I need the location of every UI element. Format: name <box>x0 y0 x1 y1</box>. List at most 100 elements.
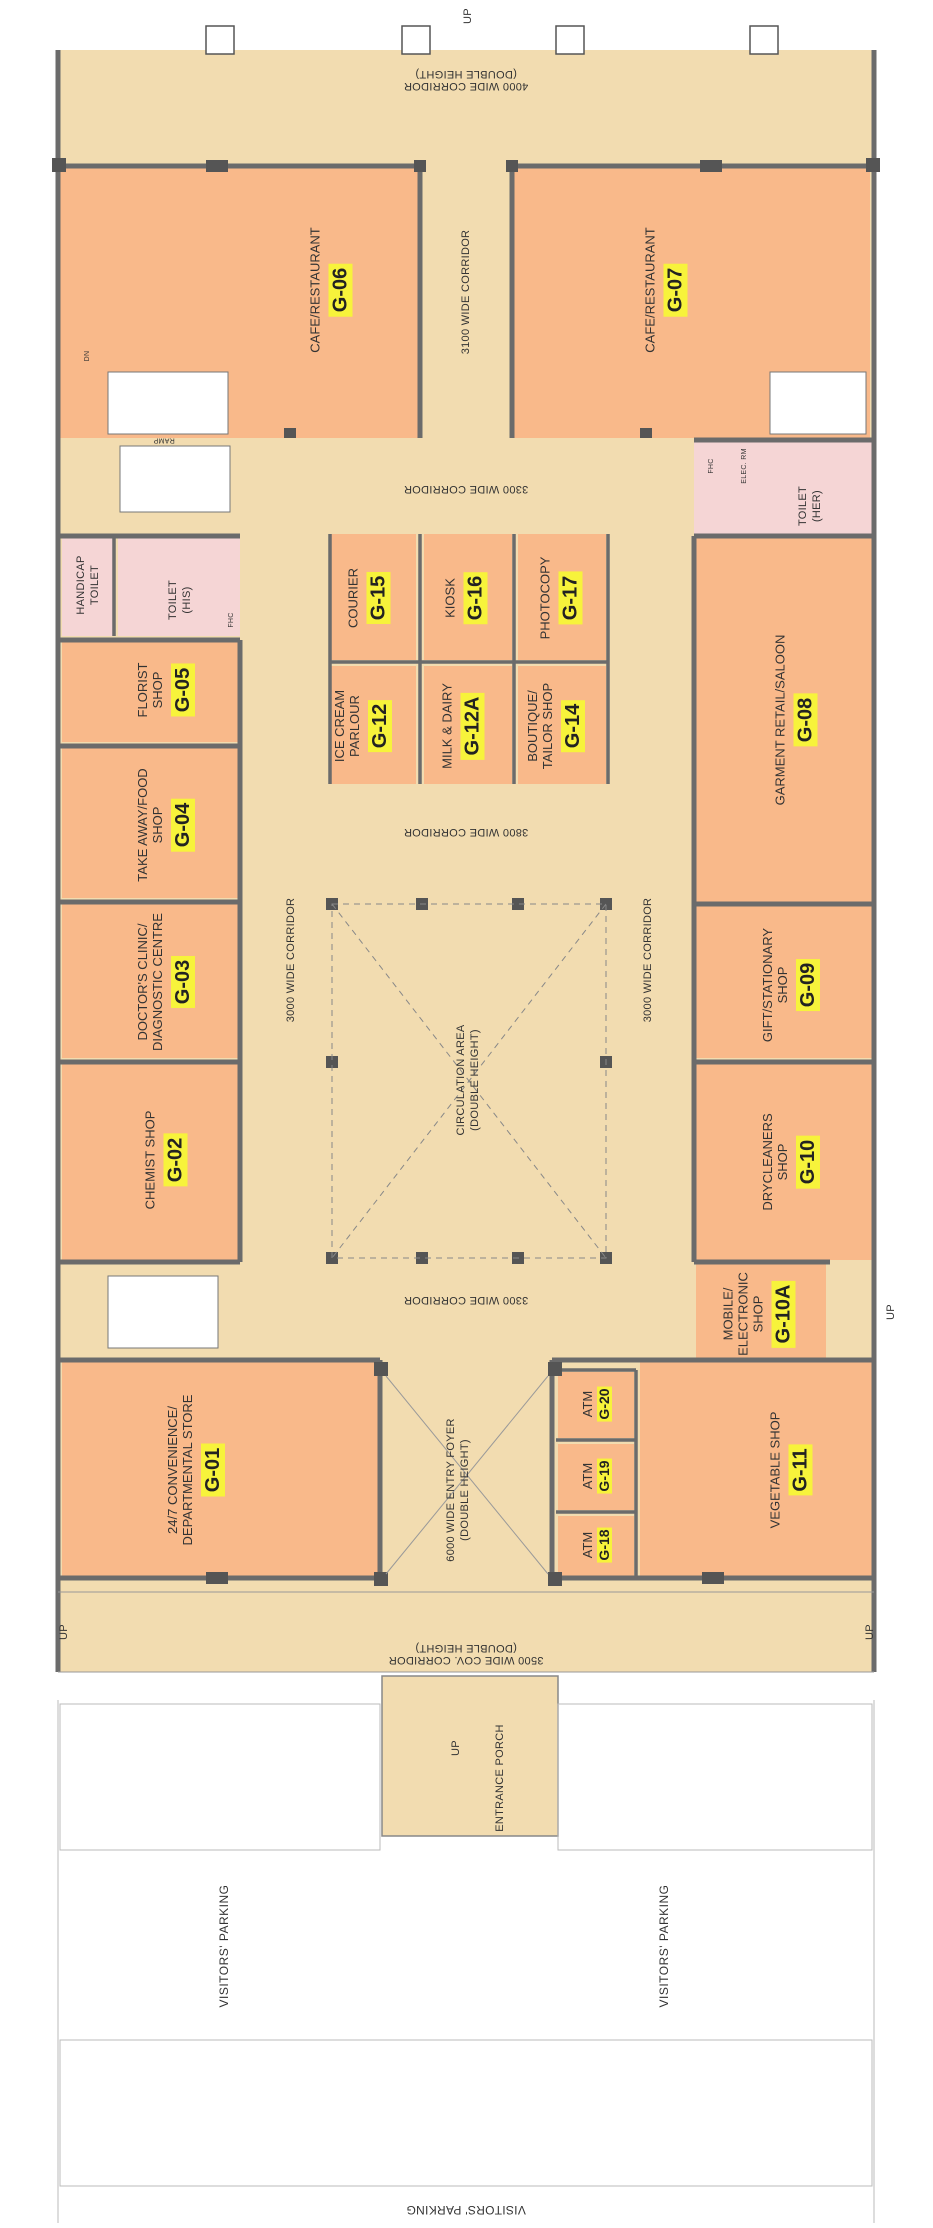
unit-code: G-16 <box>463 571 488 625</box>
cov-corridor-line1: 3500 WIDE COV. CORRIDOR <box>388 1654 544 1666</box>
unit-name: PHOTOCOPY <box>537 556 553 640</box>
toilet-his: TOILET(HIS) <box>166 580 194 620</box>
fhc-left: FHC <box>225 612 239 627</box>
corridor-3000-left-text: 3000 WIDE CORRIDOR <box>285 897 297 1023</box>
up-text: UP <box>462 8 474 24</box>
up-text: UP <box>450 1740 462 1756</box>
unit-name-line2: SHOP <box>150 806 165 844</box>
circulation-area-line1: CIRCULATION AREA <box>455 1024 467 1136</box>
unit-code: G-18 <box>596 1527 612 1563</box>
corridor-3300-lower: 3300 WIDE CORRIDOR <box>404 1294 529 1306</box>
parking-right-text: VISITORS' PARKING <box>657 1884 671 2008</box>
unit-name-line2: SHOP <box>775 966 790 1004</box>
unit-code: G-07 <box>663 263 688 317</box>
up-text: UP <box>58 1624 70 1640</box>
unit-code: G-05 <box>171 663 195 717</box>
elec-room: ELEC. RM <box>738 448 752 483</box>
unit-name-line2: DIAGNOSTIC CENTRE <box>150 913 165 1051</box>
cov-corridor-line2: (DOUBLE HEIGHT) <box>415 1642 517 1654</box>
up-marker-right-cov: UP <box>863 1624 877 1640</box>
corridor-top: 4000 WIDE CORRIDOR(DOUBLE HEIGHT) <box>404 68 529 92</box>
structural-columns <box>52 158 880 1586</box>
unit-name: GIFT/STATIONARY <box>760 927 775 1043</box>
foyer-lines <box>58 1375 874 1673</box>
up-marker-left-cov: UP <box>57 1624 71 1640</box>
elec-room-text: ELEC. RM <box>741 448 748 484</box>
unit-name: COURIER <box>345 568 361 628</box>
corridor-3000-right-text: 3000 WIDE CORRIDOR <box>642 897 654 1023</box>
entrance-porch-fill <box>381 1675 559 1837</box>
up-text: UP <box>885 1304 897 1320</box>
parking-right: VISITORS' PARKING <box>657 1884 671 2007</box>
toilet-fills <box>62 440 874 636</box>
parking-left: VISITORS' PARKING <box>217 1884 231 2007</box>
unit-name-line2: DEPARTMENTAL STORE <box>180 1394 195 1546</box>
toilet-his-line1: TOILET <box>167 579 179 621</box>
corridor-3800-text: 3800 WIDE CORRIDOR <box>403 826 529 838</box>
unit-name: BOUTIQUE/ <box>525 690 540 762</box>
corridor-3300-upper: 3300 WIDE CORRIDOR <box>404 483 529 495</box>
entry-foyer-line1: 6000 WIDE ENTRY FOYER <box>445 1418 457 1562</box>
unit-code: G-12A <box>460 692 485 760</box>
unit-name: ATM <box>580 1390 595 1418</box>
toilet-her-line2: (HER) <box>811 489 823 523</box>
unit-code: G-12 <box>368 699 392 753</box>
walls <box>55 50 877 1672</box>
corridor-3000-left: 3000 WIDE CORRIDOR <box>284 898 298 1023</box>
unit-code: G-10 <box>796 1135 820 1189</box>
fhc-right: FHC <box>705 458 719 473</box>
unit-name: ICE CREAM <box>332 689 347 763</box>
entry-foyer: 6000 WIDE ENTRY FOYER(DOUBLE HEIGHT) <box>444 1418 472 1561</box>
corridor-top-line1: 4000 WIDE CORRIDOR <box>403 80 529 92</box>
unit-name: CAFE/RESTAURANT <box>642 227 658 353</box>
unit-code: G-20 <box>596 1386 612 1422</box>
parking-left-text: VISITORS' PARKING <box>217 1884 231 2008</box>
up-text: UP <box>864 1624 876 1640</box>
circulation-area: CIRCULATION AREA(DOUBLE HEIGHT) <box>454 1025 482 1136</box>
unit-name: ATM <box>580 1531 595 1559</box>
dn-text: DN <box>84 350 91 362</box>
corridor-3100-text: 3100 WIDE CORRIDOR <box>460 229 472 355</box>
unit-name-line2: PARLOUR <box>347 695 362 757</box>
dn-marker-stair: DN <box>81 351 95 362</box>
parking-bottom-text: VISITORS' PARKING <box>406 2203 526 2217</box>
unit-name: DRYCLEANERS <box>760 1113 775 1211</box>
atrium-outline <box>331 903 607 1259</box>
unit-name-line3: SHOP <box>750 1295 766 1333</box>
unit-name-line2: SHOP <box>150 671 165 709</box>
unit-code: G-08 <box>793 693 818 747</box>
kiosk-walls <box>112 534 638 1578</box>
fhc-left-text: FHC <box>228 612 235 628</box>
unit-name-line2: ELECTRONIC <box>735 1272 751 1356</box>
ramp-text: RAMP <box>153 436 175 444</box>
unit-code: G-10A <box>771 1280 796 1348</box>
unit-name: VEGETABLE SHOP <box>767 1411 783 1529</box>
circulation-area-line2: (DOUBLE HEIGHT) <box>469 1029 481 1131</box>
unit-g07: CAFE/RESTAURANT G-07 <box>642 227 688 353</box>
corridor-3300-upper-text: 3300 WIDE CORRIDOR <box>403 483 529 495</box>
toilet-her: TOILET(HER) <box>796 486 824 526</box>
handicap-toilet-line2: TOILET <box>89 564 101 606</box>
unit-name: FLORIST <box>135 662 150 718</box>
unit-code: G-19 <box>596 1458 612 1494</box>
corridor-3800: 3800 WIDE CORRIDOR <box>404 826 529 838</box>
parking-bottom: VISITORS' PARKING <box>406 2203 526 2217</box>
cov-corridor: 3500 WIDE COV. CORRIDOR(DOUBLE HEIGHT) <box>388 1642 543 1666</box>
